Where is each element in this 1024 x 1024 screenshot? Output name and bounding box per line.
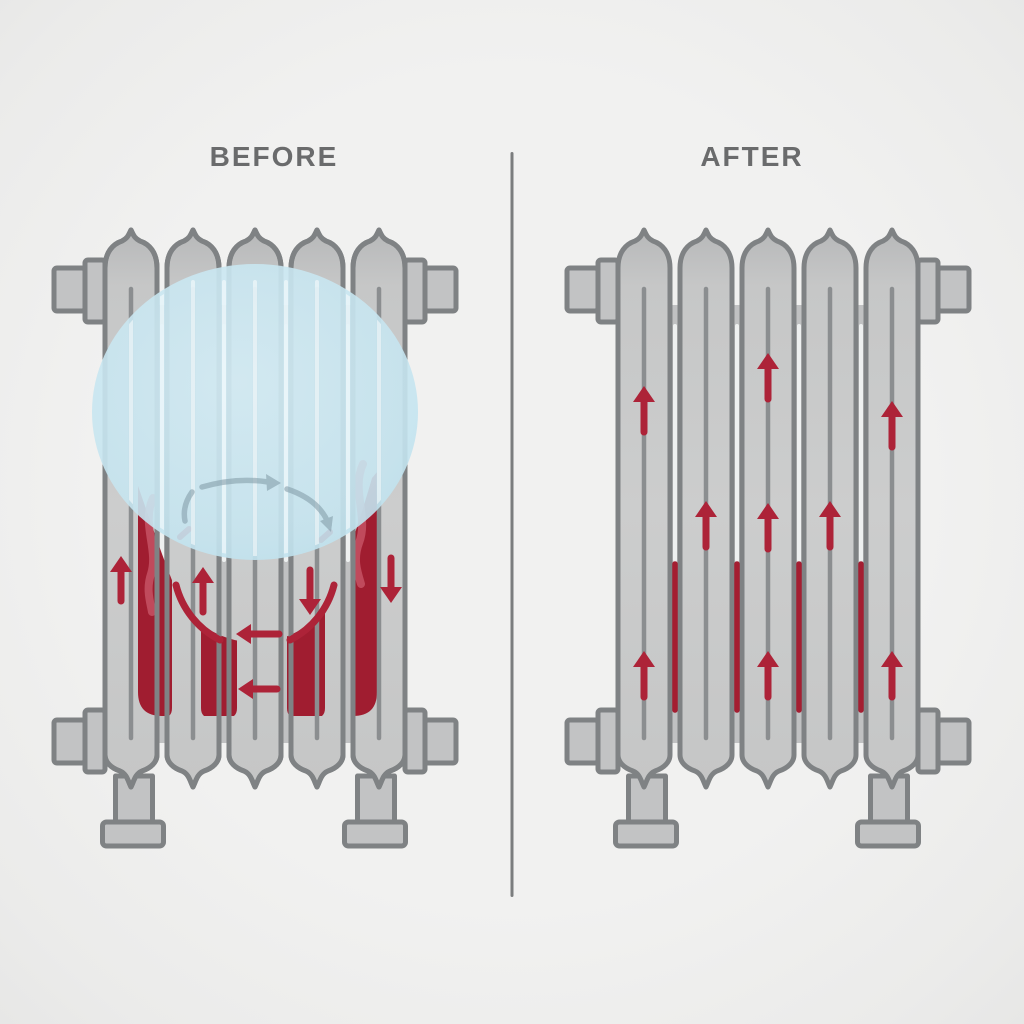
after-title: AFTER	[700, 141, 803, 172]
panel-divider-line	[510, 152, 514, 897]
before-convection-arc	[172, 581, 224, 644]
before-flow-arrow-head	[299, 599, 321, 615]
before-radiator-pipe	[51, 717, 88, 766]
after-radiator-pipe	[935, 717, 972, 766]
radiator-before	[51, 227, 459, 849]
after-flow-arrow-head	[633, 651, 655, 667]
before-radiator-pipe	[82, 707, 108, 775]
air-circulation-right-arrowhead	[320, 516, 333, 532]
before-title: BEFORE	[210, 141, 339, 172]
before-flow-arrow-head	[238, 679, 253, 699]
before-radiator-pipe	[402, 257, 428, 325]
before-convection-arc	[286, 581, 338, 644]
before-flow-arrow-head	[110, 556, 132, 572]
after-radiator-pipe	[564, 717, 601, 766]
after-flow-arrow-head	[695, 501, 717, 517]
after-flow-arrow-head	[757, 651, 779, 667]
after-flow-arrow-head	[819, 501, 841, 517]
before-radiator-pipe	[51, 265, 88, 314]
after-radiator-foot	[855, 819, 921, 849]
before-radiator-column-outline	[350, 227, 408, 790]
before-radiator-pipe	[422, 717, 459, 766]
after-flow-arrow-head	[757, 503, 779, 519]
before-bubble-lines	[129, 280, 381, 556]
after-flow-arrow-head	[757, 353, 779, 369]
before-radiator-foot	[100, 819, 166, 849]
after-radiator-foot	[613, 819, 679, 849]
before-air-circulation	[181, 474, 333, 532]
before-radiator-foot	[342, 819, 408, 849]
after-radiator-pipe	[935, 265, 972, 314]
before-flow-arrow-head	[192, 567, 214, 583]
before-flow-arrow-head	[380, 587, 402, 603]
before-radiator-column-outline	[102, 227, 160, 790]
air-circulation-top-arrowhead	[266, 474, 281, 491]
before-flow-arrow-head	[236, 624, 251, 644]
after-flow-arrow-head	[633, 386, 655, 402]
after-radiator-pipe	[915, 707, 941, 775]
after-radiator-pipe	[595, 707, 621, 775]
before-radiator-pipe	[402, 707, 428, 775]
after-radiator-pipe	[915, 257, 941, 325]
after-radiator-pipe	[595, 257, 621, 325]
radiator-after	[564, 227, 972, 849]
before-radiator-pipe	[422, 265, 459, 314]
air-circulation-left-arc	[181, 489, 195, 524]
before-radiator-pipe	[82, 257, 108, 325]
after-flow-arrow-head	[881, 401, 903, 417]
after-flow-arrow-head	[881, 651, 903, 667]
before-radiator-column-outline	[288, 227, 346, 790]
air-circulation-top-arrow	[199, 477, 271, 490]
after-radiator-pipe	[564, 265, 601, 314]
